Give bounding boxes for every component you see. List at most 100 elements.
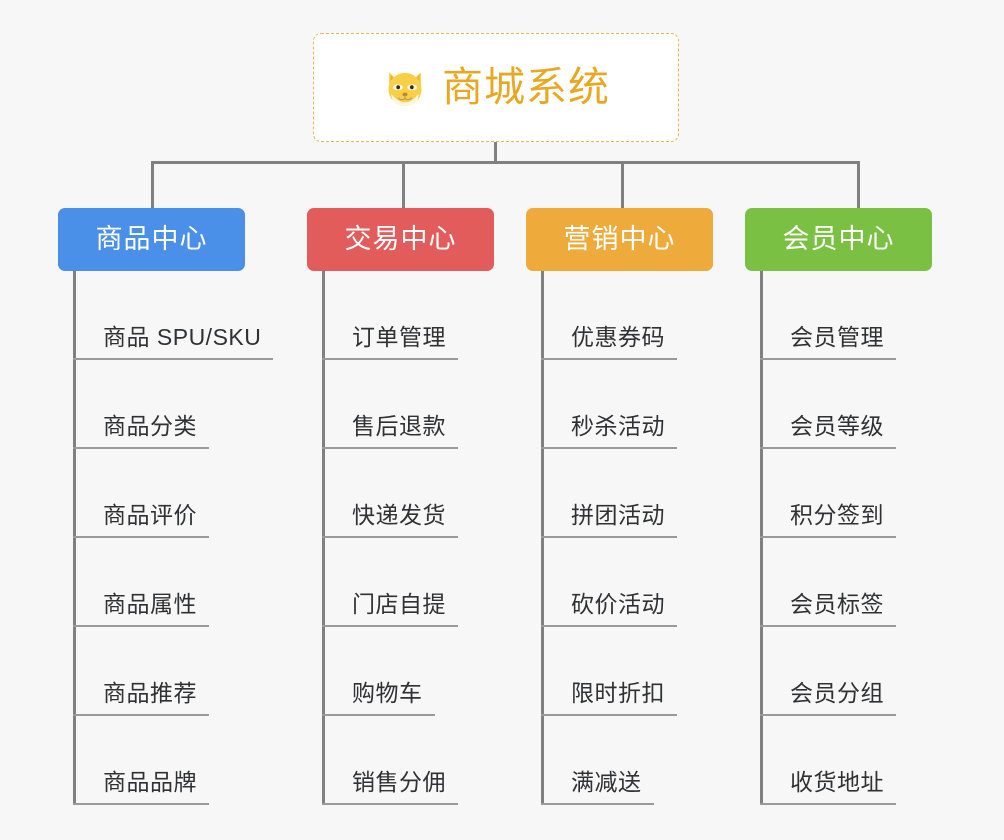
leaf-item[interactable]: 积分签到 [760, 449, 896, 538]
leaf-item[interactable]: 优惠券码 [541, 271, 677, 360]
leaf-item-underline [73, 803, 209, 805]
leaf-item-underline [322, 358, 458, 360]
leaf-item-underline [760, 625, 896, 627]
leaf-item[interactable]: 会员分组 [760, 627, 896, 716]
leaf-item-underline [322, 536, 458, 538]
leaf-item[interactable]: 订单管理 [322, 271, 458, 360]
leaf-item-inner: 积分签到 [760, 504, 896, 538]
leaf-item[interactable]: 门店自提 [322, 538, 458, 627]
leaf-item[interactable]: 销售分佣 [322, 716, 458, 805]
leaf-item-inner: 销售分佣 [322, 771, 458, 805]
leaf-item-underline [322, 803, 458, 805]
leaf-item-inner: 会员等级 [760, 415, 896, 449]
leaf-item[interactable]: 会员标签 [760, 538, 896, 627]
leaf-item[interactable]: 商品品牌 [73, 716, 209, 805]
leaf-item[interactable]: 商品评价 [73, 449, 209, 538]
category-box-marketing-center[interactable]: 营销中心 [526, 208, 713, 271]
leaf-item-label: 满减送 [571, 769, 642, 795]
leaf-item-label: 拼团活动 [571, 502, 665, 528]
leaf-item-inner: 拼团活动 [541, 504, 677, 538]
leaf-item[interactable]: 快递发货 [322, 449, 458, 538]
category-box-member-center[interactable]: 会员中心 [745, 208, 932, 271]
connector-horizontal-bus [151, 161, 860, 164]
leaf-item-underline [760, 536, 896, 538]
leaf-item-label: 商品推荐 [103, 680, 197, 706]
leaf-item-underline [322, 625, 458, 627]
leaf-item[interactable]: 拼团活动 [541, 449, 677, 538]
leaf-item-label: 售后退款 [352, 413, 446, 439]
leaf-item[interactable]: 收货地址 [760, 716, 896, 805]
leaf-item-inner: 满减送 [541, 771, 654, 805]
leaf-item-inner: 收货地址 [760, 771, 896, 805]
leaf-item-underline [73, 358, 274, 360]
leaf-item-label: 商品 SPU/SKU [103, 324, 262, 350]
category-label: 商品中心 [95, 224, 208, 254]
shiba-dog-icon [388, 71, 422, 107]
leaf-item-underline [541, 536, 677, 538]
leaf-item-label: 商品品牌 [103, 769, 197, 795]
leaf-item-inner: 会员管理 [760, 326, 896, 360]
leaf-item[interactable]: 商品推荐 [73, 627, 209, 716]
category-box-trade-center[interactable]: 交易中心 [307, 208, 494, 271]
leaf-item-underline [322, 447, 458, 449]
leaf-item-underline [541, 803, 654, 805]
leaf-item[interactable]: 秒杀活动 [541, 360, 677, 449]
leaf-item[interactable]: 商品 SPU/SKU [73, 271, 274, 360]
leaf-item-underline [760, 714, 896, 716]
leaf-item-underline [73, 447, 209, 449]
leaf-item-label: 会员标签 [790, 591, 884, 617]
leaf-item-underline [760, 447, 896, 449]
leaf-item[interactable]: 商品属性 [73, 538, 209, 627]
connector-drop-3 [621, 161, 624, 209]
leaf-item-underline [541, 625, 677, 627]
leaf-item-inner: 购物车 [322, 682, 435, 716]
leaf-item-inner: 商品品牌 [73, 771, 209, 805]
leaf-item-underline [322, 714, 435, 716]
leaf-item-label: 销售分佣 [352, 769, 446, 795]
leaf-item-underline [541, 358, 677, 360]
leaf-item[interactable]: 满减送 [541, 716, 654, 805]
leaf-item-label: 快递发货 [352, 502, 446, 528]
leaf-item[interactable]: 限时折扣 [541, 627, 677, 716]
leaf-item-inner: 砍价活动 [541, 593, 677, 627]
root-node-title: 商城系统 [442, 64, 610, 110]
connector-drop-2 [402, 161, 405, 209]
connector-root-vertical [494, 142, 497, 163]
leaf-item-inner: 秒杀活动 [541, 415, 677, 449]
leaf-item-underline [73, 536, 209, 538]
leaf-item-inner: 售后退款 [322, 415, 458, 449]
leaf-item-inner: 会员标签 [760, 593, 896, 627]
leaf-item-label: 购物车 [352, 680, 423, 706]
root-node-mall-system[interactable]: 商城系统 [313, 33, 679, 142]
leaf-spine [322, 271, 325, 805]
category-label: 营销中心 [563, 224, 676, 254]
leaf-item[interactable]: 会员等级 [760, 360, 896, 449]
leaf-item[interactable]: 会员管理 [760, 271, 896, 360]
leaf-item[interactable]: 商品分类 [73, 360, 209, 449]
leaf-item-inner: 门店自提 [322, 593, 458, 627]
leaf-item-inner: 商品 SPU/SKU [73, 324, 274, 360]
leaf-item-label: 优惠券码 [571, 324, 665, 350]
leaf-item-label: 商品评价 [103, 502, 197, 528]
category-label: 交易中心 [344, 224, 457, 254]
leaf-item-label: 秒杀活动 [571, 413, 665, 439]
leaf-item-underline [73, 714, 209, 716]
leaf-item-label: 会员管理 [790, 324, 884, 350]
leaf-spine [73, 271, 76, 805]
leaf-spine [541, 271, 544, 805]
leaf-item-inner: 商品分类 [73, 415, 209, 449]
leaf-item-label: 商品属性 [103, 591, 197, 617]
connector-drop-4 [857, 161, 860, 209]
leaf-item-inner: 会员分组 [760, 682, 896, 716]
category-box-product-center[interactable]: 商品中心 [58, 208, 245, 271]
leaf-item-label: 商品分类 [103, 413, 197, 439]
leaf-item-underline [541, 714, 677, 716]
leaf-item[interactable]: 购物车 [322, 627, 435, 716]
leaf-item-label: 限时折扣 [571, 680, 665, 706]
leaf-item-label: 砍价活动 [571, 591, 665, 617]
leaf-item[interactable]: 砍价活动 [541, 538, 677, 627]
leaf-item-underline [541, 447, 677, 449]
leaf-item-label: 门店自提 [352, 591, 446, 617]
leaf-item[interactable]: 售后退款 [322, 360, 458, 449]
